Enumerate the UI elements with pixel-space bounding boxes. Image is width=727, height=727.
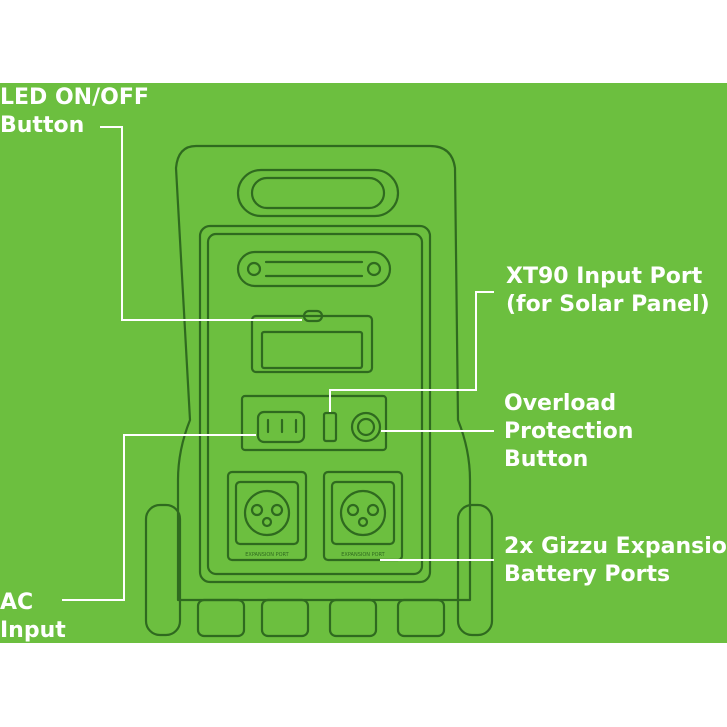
expansion-port-left [226,470,308,562]
ac-input-socket [256,410,306,444]
front-panel [198,224,432,584]
port-caption-right: EXPANSION PORT [341,552,385,558]
port-caption-left: EXPANSION PORT [245,552,289,558]
device-body [174,144,472,602]
led-button [302,309,324,323]
wheel-right [456,503,494,637]
led-display [250,314,374,374]
overload-button [350,411,382,443]
port-bar [240,394,388,452]
xt90-port [322,411,338,443]
expansion-port-right [322,470,404,562]
label-xt90-port: XT90 Input Port(for Solar Panel) [506,264,710,317]
callout-led [100,126,302,321]
front-handle [236,250,392,288]
top-handle [236,168,400,218]
wheel-left [144,503,182,637]
callout-xt90 [329,291,494,412]
callout-ac [62,434,256,601]
